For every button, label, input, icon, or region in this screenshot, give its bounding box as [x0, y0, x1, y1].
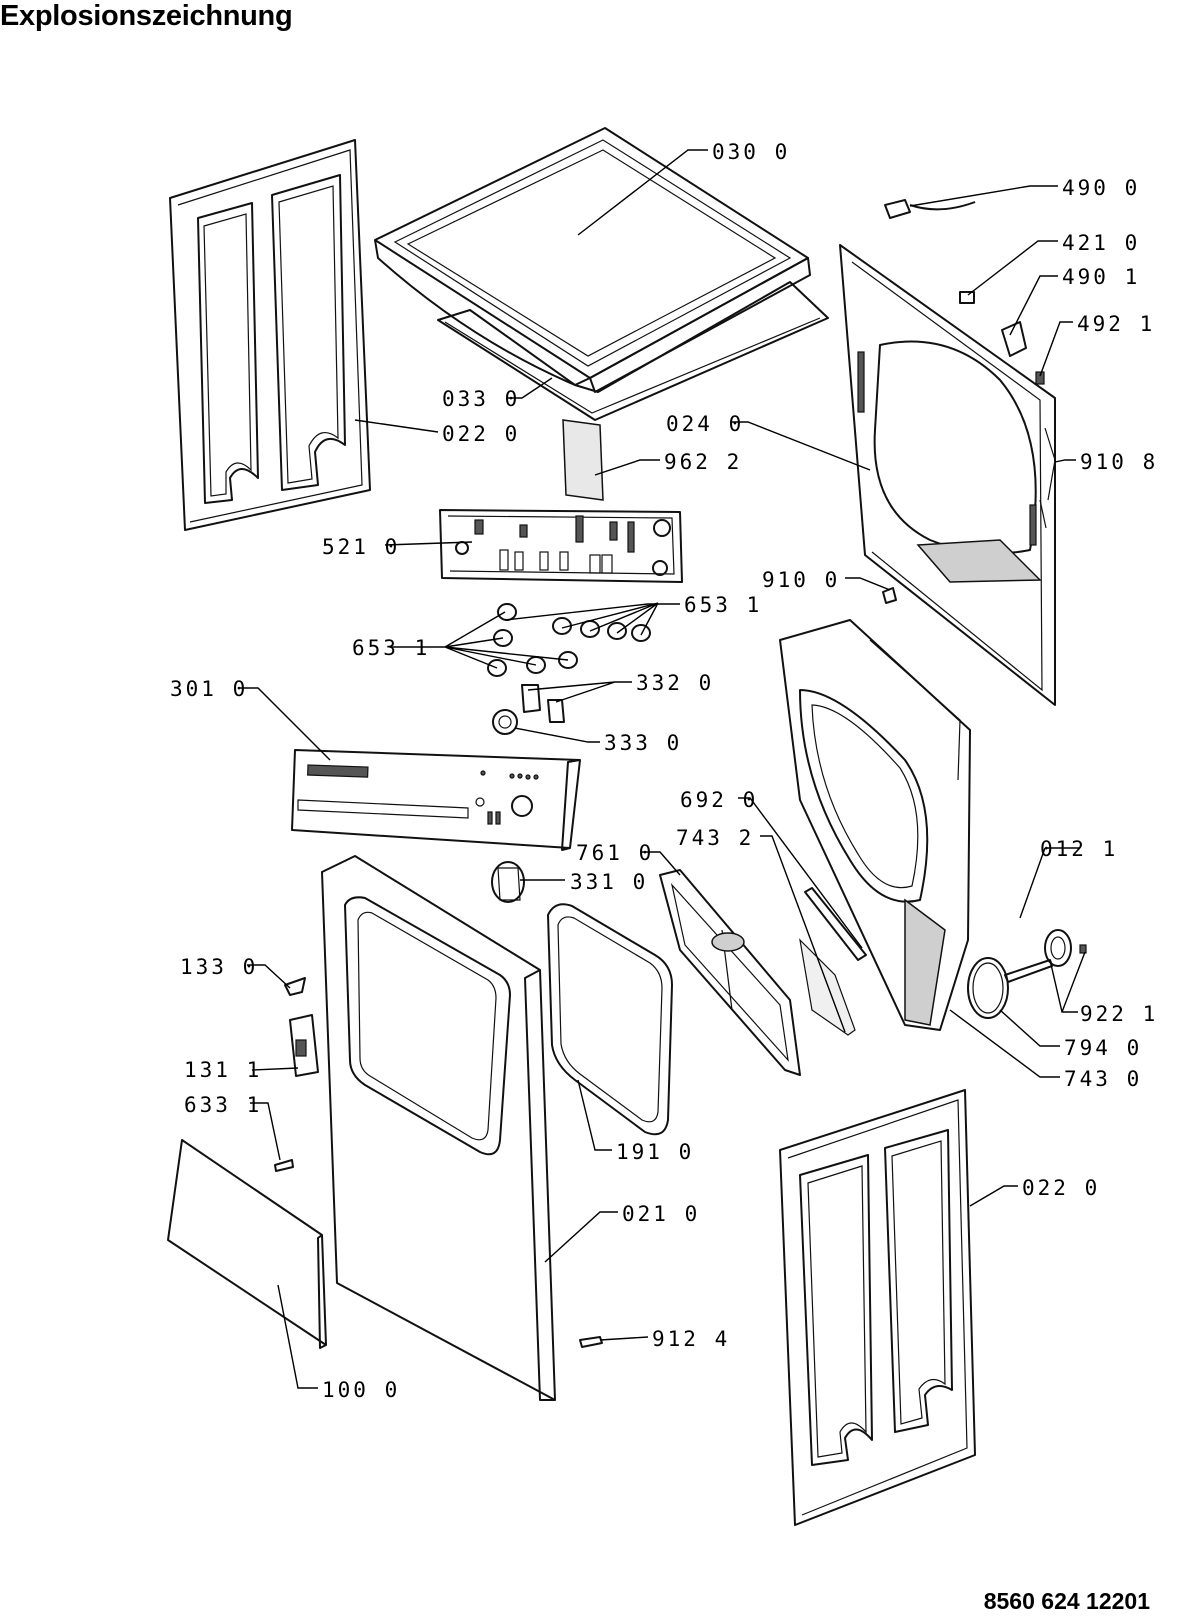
service-flap	[167, 1139, 327, 1349]
part-label: 962 2	[664, 450, 742, 474]
top-plate	[437, 281, 829, 421]
part-label: 743 0	[1064, 1067, 1142, 1091]
part-label: 653 1	[352, 636, 430, 660]
rear-panel	[839, 244, 1056, 706]
part-label: 332 0	[636, 671, 714, 695]
door-seal	[547, 903, 673, 1136]
part-label: 131 1	[184, 1058, 262, 1082]
part-label: 030 0	[712, 140, 790, 164]
lint-filter	[659, 869, 801, 1076]
document-number: 8560 624 12201	[983, 1588, 1150, 1614]
door-switch	[289, 1014, 319, 1077]
belt-ring	[967, 957, 1009, 1019]
bearing-housing	[779, 619, 971, 1031]
mounting-screw	[579, 1336, 603, 1348]
hinge-pin	[274, 1159, 294, 1172]
connector-block	[959, 291, 975, 304]
side-panel-right	[779, 1089, 976, 1526]
part-label: 692 0	[680, 788, 758, 812]
front-panel	[321, 855, 556, 1401]
part-label: 022 0	[442, 422, 520, 446]
push-buttons	[487, 603, 651, 677]
part-label: 191 0	[616, 1140, 694, 1164]
part-label: 490 0	[1062, 176, 1140, 200]
part-label: 021 0	[622, 1202, 700, 1226]
part-label: 653 1	[684, 593, 762, 617]
part-label: 490 1	[1062, 265, 1140, 289]
program-knob	[492, 709, 518, 735]
part-label: 910 8	[1080, 450, 1158, 474]
control-board	[439, 509, 683, 583]
part-label: 012 1	[1040, 837, 1118, 861]
fan-wheel	[1044, 929, 1072, 967]
page-title: Explosionszeichnung	[0, 0, 293, 32]
part-label: 922 1	[1080, 1002, 1158, 1026]
part-label: 743 2	[676, 826, 754, 850]
part-label: 521 0	[322, 535, 400, 559]
top-cover	[374, 127, 811, 393]
felt-strip	[804, 887, 867, 961]
part-label: 794 0	[1064, 1036, 1142, 1060]
clip	[1035, 371, 1045, 385]
part-labels: 030 0 490 0 421 0 490 1 492 1 033 0 022 …	[170, 140, 1158, 1402]
part-label: 100 0	[322, 1378, 400, 1402]
door-latch	[284, 977, 306, 996]
selector-knob	[491, 861, 525, 903]
part-label: 301 0	[170, 677, 248, 701]
part-label: 024 0	[666, 412, 744, 436]
control-panel-fascia	[291, 749, 581, 851]
part-label: 421 0	[1062, 231, 1140, 255]
part-label: 133 0	[180, 955, 258, 979]
part-label: 912 4	[652, 1327, 730, 1351]
label-sticker	[562, 419, 604, 501]
part-label: 492 1	[1077, 312, 1155, 336]
cable-clamp	[1001, 321, 1027, 357]
shaft	[1004, 959, 1053, 983]
foam-sticker	[799, 938, 856, 1036]
part-label: 331 0	[570, 870, 648, 894]
part-label: 761 0	[576, 841, 654, 865]
part-label: 910 0	[762, 568, 840, 592]
part-label: 033 0	[442, 387, 520, 411]
part-label: 022 0	[1022, 1176, 1100, 1200]
side-panel-left	[169, 139, 371, 531]
power-cable	[884, 199, 976, 219]
part-label: 333 0	[604, 731, 682, 755]
fixing-clips	[1039, 427, 1056, 529]
part-label: 633 1	[184, 1093, 262, 1117]
lever-parts	[521, 684, 565, 723]
leader-lines	[238, 149, 1086, 1389]
